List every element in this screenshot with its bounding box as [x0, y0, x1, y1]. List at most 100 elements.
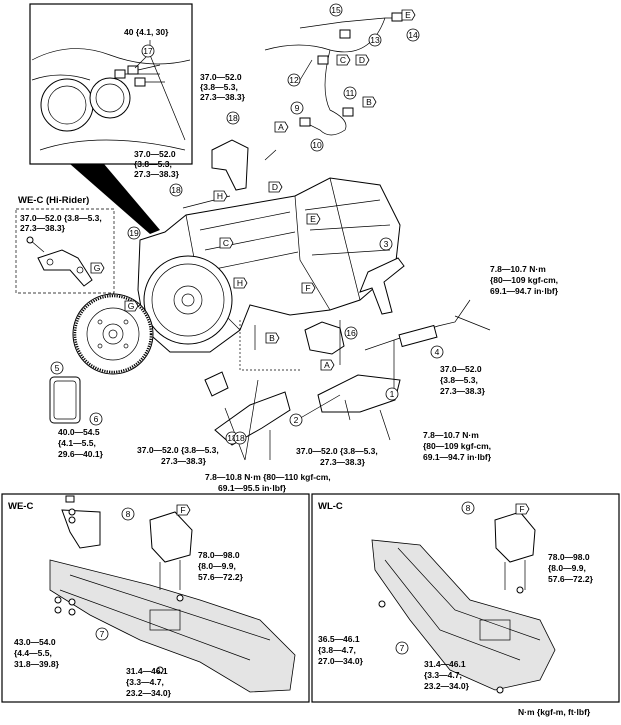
ref-c-2: C — [219, 237, 234, 249]
callout-number: 4 — [435, 347, 440, 357]
we-c-bracket — [61, 509, 101, 549]
ref-letter: G — [128, 301, 135, 311]
bell-housing — [143, 255, 233, 345]
transmission-housing — [137, 177, 401, 353]
torque-right1-2: {80—109 kgf-cm, — [490, 275, 558, 285]
ref-letter: F — [519, 504, 524, 514]
hi-rider-title: WE-C (Hi-Rider) — [18, 195, 89, 206]
callout-number: 8 — [126, 509, 131, 519]
part-5-cover — [49, 376, 81, 424]
torque-right3-3: 69.1—94.7 in·lbf} — [423, 452, 492, 462]
wiring-harness — [264, 12, 405, 136]
callout-number: 7 — [400, 643, 405, 653]
callout-11: 11 — [343, 86, 357, 100]
torque-right1-3: 69.1—94.7 in·lbf} — [490, 286, 559, 296]
callout-number: 19 — [129, 228, 139, 238]
callout-number: 2 — [294, 415, 299, 425]
ref-letter: G — [94, 263, 101, 273]
ref-letter: H — [217, 191, 223, 201]
callout-16: 16 — [344, 326, 358, 340]
torque-right2-3: 27.3—38.3} — [440, 386, 486, 396]
torque-mid-2: {3.8—5.3, — [134, 159, 172, 169]
callout-number: 14 — [408, 30, 418, 40]
torque-left6-2: {4.1—5.5, — [58, 438, 96, 448]
callout-19: 19 — [127, 226, 141, 240]
ref-letter: D — [272, 182, 278, 192]
ref-c: C — [336, 54, 351, 66]
ref-b: B — [362, 96, 377, 108]
wl-c-panel — [311, 493, 620, 703]
ref-letter: F — [180, 505, 185, 515]
torque-left6-3: 29.6—40.1} — [58, 449, 104, 459]
ref-e-2: E — [306, 213, 321, 225]
callout-number: 6 — [94, 414, 99, 424]
torque-right3-1: 7.8—10.7 N·m — [423, 430, 479, 440]
part-16-bracket — [304, 321, 345, 355]
callout-6: 6 — [89, 412, 103, 426]
hi-rider-torque-2: 27.3—38.3} — [20, 223, 66, 233]
callout-number: 3 — [384, 239, 389, 249]
callout-14: 14 — [406, 28, 420, 42]
part-18-bracket-upper — [211, 139, 249, 191]
main-torque-labels: 37.0—52.0 {3.8—5.3, 27.3—38.3} 37.0—52.0… — [58, 72, 559, 493]
torque-bot1-1: 37.0—52.0 {3.8—5.3, — [137, 445, 219, 455]
callout-5: 5 — [50, 361, 64, 375]
we-c-torque-c-1: 31.4—46.1 — [126, 666, 168, 676]
part-bracket-small — [204, 371, 229, 397]
ref-letter: E — [405, 10, 411, 20]
unit-note: N·m {kgf-m, ft·lbf} — [518, 707, 591, 717]
ref-letter: C — [223, 238, 229, 248]
callout-1: 1 — [385, 387, 399, 401]
callout-8-2: 8 — [461, 501, 475, 515]
wl-c-mount — [494, 511, 536, 563]
ref-h: H — [213, 190, 228, 202]
hi-rider-box: WE-C (Hi-Rider) 37.0—52.0 {3.8—5.3, 27.3… — [15, 195, 115, 294]
ref-g-2: G — [124, 300, 139, 312]
torque-bot2-1: 37.0—52.0 {3.8—5.3, — [296, 446, 378, 456]
ref-letter: C — [340, 55, 346, 65]
detail-inset: 40 {4.1, 30} — [29, 3, 193, 165]
detail-torque: 40 {4.1, 30} — [124, 27, 169, 37]
callout-number: 5 — [55, 363, 60, 373]
detail-connector-c — [134, 77, 146, 87]
callout-15: 15 — [329, 3, 343, 17]
wl-c-torque-a-1: 78.0—98.0 — [548, 552, 590, 562]
callout-3: 3 — [379, 237, 393, 251]
we-c-torque-b-1: 43.0—54.0 — [14, 637, 56, 647]
wl-c-panel-content: WL-C 78.0—98.0 {8.0—9.9, 57.6—72.2} 36.5… — [318, 501, 594, 694]
callout-17: 17 — [141, 44, 155, 58]
torque-top-1: 37.0—52.0 — [200, 72, 242, 82]
callout-number: 13 — [370, 35, 380, 45]
we-c-title: WE-C — [8, 501, 33, 512]
callout-number: 16 — [346, 328, 356, 338]
torque-mid-3: 27.3—38.3} — [134, 169, 180, 179]
callout-10: 10 — [310, 138, 324, 152]
callout-number: 18 — [171, 185, 181, 195]
hi-rider-bracket — [37, 249, 93, 287]
ref-letter: A — [278, 122, 284, 132]
ref-letter: B — [366, 97, 372, 107]
ref-letter: A — [324, 360, 330, 370]
we-c-panel — [1, 493, 310, 703]
callout-number: 17 — [143, 46, 153, 56]
wl-c-torque-b-2: {3.8—4.7, — [318, 645, 356, 655]
ref-e: E — [401, 9, 416, 21]
wl-c-torque-c-3: 23.2—34.0} — [424, 681, 470, 691]
ref-d-2: D — [268, 181, 283, 193]
callout-number: 18 — [235, 433, 245, 443]
torque-right2-2: {3.8—5.3, — [440, 375, 478, 385]
callout-number: 18 — [228, 113, 238, 123]
callout-number: 15 — [331, 5, 341, 15]
callout-number: 18 — [227, 433, 237, 443]
wl-c-torque-b-3: 27.0—34.0} — [318, 656, 364, 666]
detail-pointer — [70, 164, 160, 234]
callout-number: 7 — [100, 629, 105, 639]
wl-c-torque-c-2: {3.3—4.7, — [424, 670, 462, 680]
torque-left6-1: 40.0—54.5 — [58, 427, 100, 437]
detail-connector-b — [127, 65, 139, 75]
callout-number: 10 — [312, 140, 322, 150]
